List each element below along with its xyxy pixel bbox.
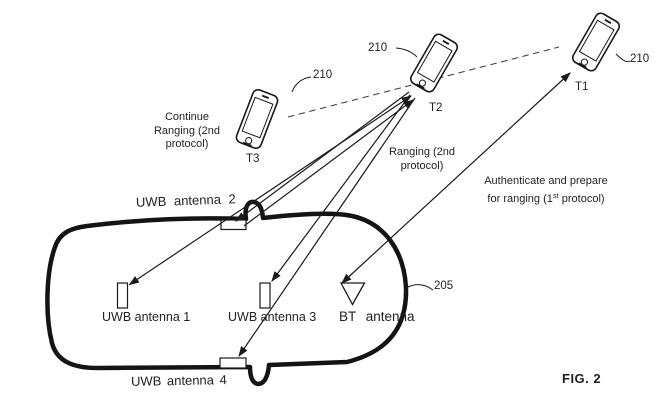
phone-t1	[569, 10, 623, 74]
annotation-authenticate: Authenticate and prepare for ranging (1s…	[476, 175, 616, 206]
annotation-line: protocol)	[400, 159, 444, 172]
phone-t2-label: T2	[429, 102, 443, 114]
phone-t3-label: T3	[246, 153, 260, 165]
leader-205	[407, 284, 434, 291]
annotation-line: Authenticate and prepare	[484, 175, 608, 187]
arrow-t2-to-uwb3	[271, 94, 411, 282]
annotation-line: for ranging (1st protocol)	[476, 189, 616, 207]
ref-210-t2: 210	[368, 42, 388, 54]
annotation-line: Ranging (2nd	[388, 146, 456, 158]
bt-antenna-label: BT antenna	[339, 309, 415, 324]
ref-205-car: 205	[434, 280, 454, 292]
leader-210-t3	[291, 76, 312, 93]
uwb-antenna-4-shape	[219, 357, 247, 369]
figure-number-label: FIG. 2	[562, 371, 602, 386]
phone-t2	[407, 31, 461, 95]
phone-t3	[233, 87, 281, 151]
annotation-line-part: protocol)	[558, 192, 605, 205]
uwb-antenna-1-shape	[116, 282, 129, 309]
leader-210-t1	[615, 53, 631, 63]
annotation-line-part: for ranging (1	[487, 192, 553, 205]
uwb-antenna-1-label: UWB antenna 1	[102, 310, 191, 324]
uwb-antenna-2-label: UWB antenna 2	[135, 191, 237, 210]
arrow-t1-to-bt	[341, 72, 571, 284]
ref-210-t1: 210	[630, 53, 650, 65]
bt-antenna-shape	[339, 282, 366, 306]
ref-210-t3: 210	[313, 69, 333, 81]
annotation-line: Ranging (2nd	[153, 124, 221, 137]
uwb-antenna-3-shape	[259, 282, 271, 309]
superscript-st: st	[552, 190, 559, 200]
annotation-line: Continue	[164, 111, 210, 123]
uwb-antenna-3-label: UWB antenna 3	[228, 310, 317, 324]
annotation-continue-ranging: Continue Ranging (2nd protocol)	[142, 111, 232, 152]
annotation-ranging: Ranging (2nd protocol)	[377, 146, 467, 173]
uwb-antenna-4-label: UWB antenna 4	[130, 372, 227, 389]
phone-t1-label: T1	[575, 81, 589, 93]
annotation-line: protocol)	[165, 138, 209, 150]
leader-210-t2	[395, 47, 418, 58]
